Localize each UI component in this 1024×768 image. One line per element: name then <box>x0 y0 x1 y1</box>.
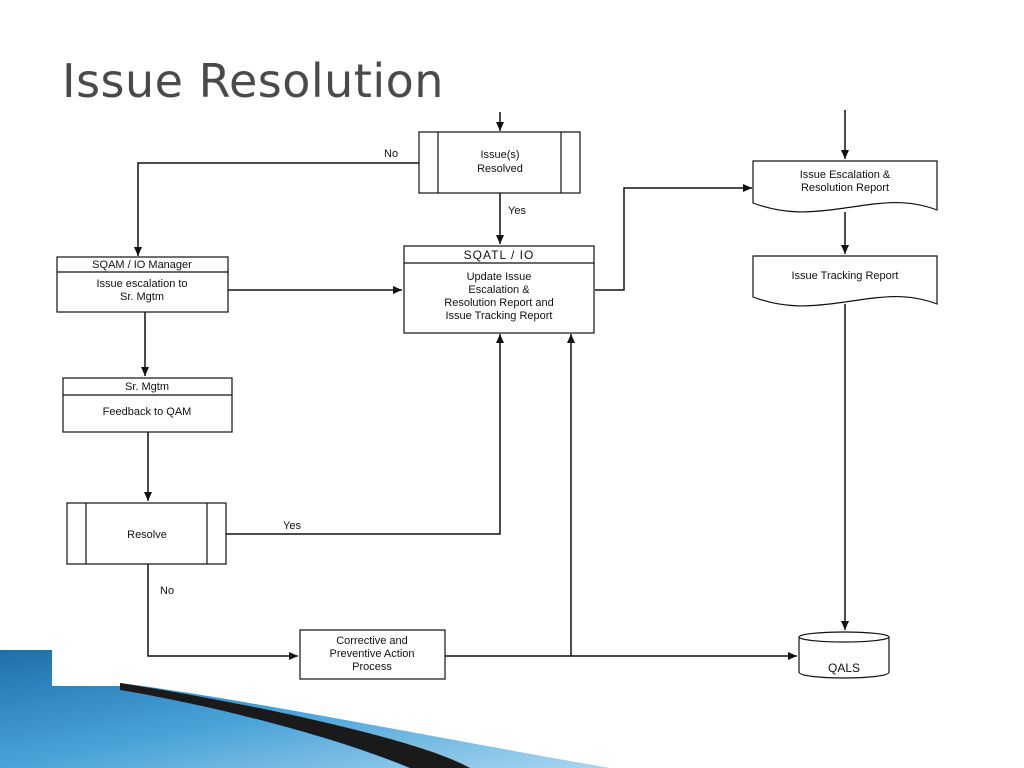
escalation-report-line1: Issue Escalation & <box>800 169 891 181</box>
srmgtm-header: Sr. Mgtm <box>125 381 169 393</box>
arrow-no-to-sqam <box>134 162 419 256</box>
sqatl-line3: Resolution Report and <box>444 297 553 309</box>
sqatl-line1: Update Issue <box>467 271 532 283</box>
capa-node: Corrective and Preventive Action Process <box>299 629 446 680</box>
resolve-label: Resolve <box>127 529 167 541</box>
edge-label-resolve-no: No <box>160 585 174 597</box>
issues-resolved-node: Issue(s) Resolved <box>418 131 581 194</box>
sqatl-node: SQATL / IO Update Issue Escalation & Res… <box>403 245 595 334</box>
qals-database-node: QALS <box>798 631 890 679</box>
arrow-sqatl-to-escalation-report <box>595 184 752 291</box>
escalation-report-node: Issue Escalation & Resolution Report <box>752 160 938 213</box>
capa-line2: Preventive Action <box>330 648 415 660</box>
arrow-resolve-yes-to-sqatl <box>226 334 504 535</box>
capa-line1: Corrective and <box>336 635 408 647</box>
capa-line3: Process <box>352 661 392 673</box>
edge-label-issues-no: No <box>384 148 398 160</box>
sqam-line2: Sr. Mgtm <box>120 291 164 303</box>
tracking-report-label: Issue Tracking Report <box>792 270 899 282</box>
connector-lines <box>134 110 849 660</box>
sqatl-header: SQATL / IO <box>464 248 535 262</box>
sqatl-line4: Issue Tracking Report <box>446 310 553 322</box>
corner-decoration <box>0 650 610 768</box>
edge-label-resolve-yes: Yes <box>283 520 301 532</box>
sqam-line1: Issue escalation to <box>96 278 187 290</box>
issues-resolved-line1: Issue(s) <box>480 149 519 161</box>
escalation-report-line2: Resolution Report <box>801 182 889 194</box>
sqam-header: SQAM / IO Manager <box>92 259 192 271</box>
sqatl-line2: Escalation & <box>468 284 530 296</box>
resolve-node: Resolve <box>66 502 227 565</box>
issues-resolved-line2: Resolved <box>477 163 523 175</box>
arrow-resolve-no-to-capa <box>147 564 298 660</box>
sr-mgtm-node: Sr. Mgtm Feedback to QAM <box>62 377 233 433</box>
sqam-manager-node: SQAM / IO Manager Issue escalation to Sr… <box>56 256 229 313</box>
tracking-report-node: Issue Tracking Report <box>752 255 938 307</box>
qals-label: QALS <box>828 661 860 675</box>
edge-label-issues-yes: Yes <box>508 205 526 217</box>
slide-title: Issue Resolution <box>62 54 444 108</box>
srmgtm-body: Feedback to QAM <box>103 406 192 418</box>
